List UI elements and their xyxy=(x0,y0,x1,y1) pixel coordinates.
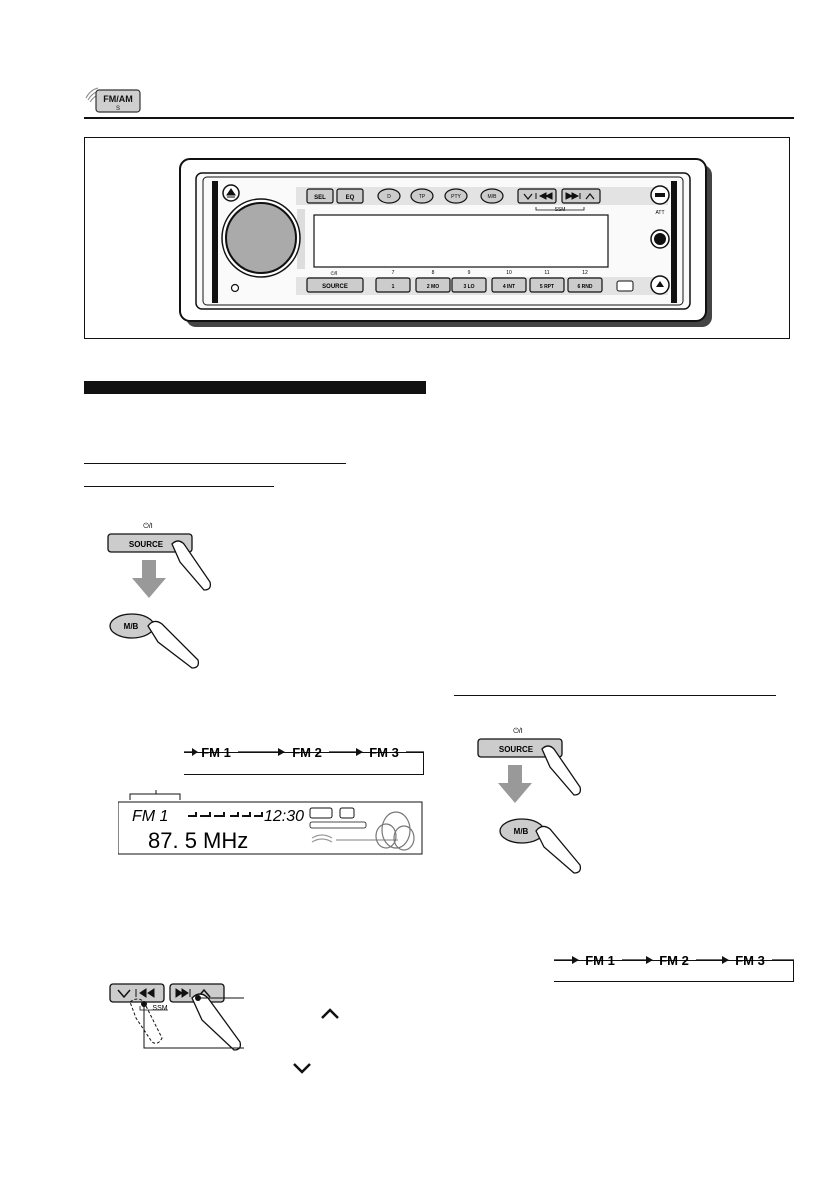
left-power-label: ⏻/I xyxy=(143,522,152,530)
preset-7-number: 7 xyxy=(392,270,395,276)
display-frequency: 87. 5 MHz xyxy=(148,828,248,853)
left-fm2: FM 2 xyxy=(292,745,322,760)
display-illustration: FM 1 12:30 87. 5 MHz xyxy=(118,790,423,855)
svg-text:M/B: M/B xyxy=(124,622,139,631)
svg-text:SOURCE: SOURCE xyxy=(499,745,534,754)
preset-10-number: 10 xyxy=(506,270,512,276)
band-chain-left-box xyxy=(184,752,424,775)
ghost-finger-icon xyxy=(129,998,163,1044)
left-source-button[interactable]: SOURCE xyxy=(107,533,193,553)
mb-button[interactable]: M/B xyxy=(480,188,504,204)
preset-8-number: 8 xyxy=(432,270,435,276)
right-fm3: FM 3 xyxy=(735,953,765,968)
header-rule xyxy=(84,117,794,119)
pty-button[interactable]: PTY xyxy=(444,188,468,204)
right-fm2: FM 2 xyxy=(659,953,689,968)
subheading-underline-1 xyxy=(84,463,346,464)
preset-5-button[interactable]: 5 RPT xyxy=(529,277,565,293)
panel-ssm-label: SSM xyxy=(555,207,566,213)
right-source-button[interactable]: SOURCE xyxy=(477,738,563,758)
panel-frame xyxy=(84,137,790,339)
band-chain-right: FM 1 FM 2 FM 3 xyxy=(554,953,794,968)
eq-button[interactable]: EQ xyxy=(336,188,364,204)
d-button[interactable]: D xyxy=(377,188,401,204)
finger-icon-4 xyxy=(541,745,582,796)
logo-text: FM/AM xyxy=(103,94,133,104)
preset-3-button[interactable]: 3 LO xyxy=(451,277,487,293)
band-chain-left: FM 1 FM 2 FM 3 xyxy=(184,745,424,760)
svg-text:3 LO: 3 LO xyxy=(463,284,474,290)
att-label: ATT xyxy=(655,210,664,216)
preset-12-number: 12 xyxy=(582,270,588,276)
source-button[interactable]: SOURCE xyxy=(306,277,364,293)
svg-text:PTY: PTY xyxy=(451,194,461,200)
chevron-up-icon xyxy=(321,1008,339,1019)
step-left-illustration: ⏻/I SOURCE M/B xyxy=(107,522,212,669)
preset-2-button[interactable]: 2 MO xyxy=(415,277,451,293)
right-mb-button[interactable]: M/B xyxy=(499,818,545,844)
svg-text:SOURCE: SOURCE xyxy=(129,540,164,549)
subheading-underline-2 xyxy=(84,486,274,487)
left-fm3: FM 3 xyxy=(369,745,399,760)
svg-text:SEL: SEL xyxy=(314,195,326,201)
finger-icon xyxy=(171,540,212,591)
front-panel: ATT SEL EQ D TP PTY M/B SSM ⏻ xyxy=(179,158,712,327)
svg-text:TP: TP xyxy=(419,194,426,200)
display-band: FM 1 xyxy=(132,808,168,825)
svg-text:EQ: EQ xyxy=(346,195,355,201)
svg-text:5 RPT: 5 RPT xyxy=(540,284,554,290)
down-arrow-icon xyxy=(132,560,166,598)
step-right-illustration: ⏻/I SOURCE M/B xyxy=(477,727,582,874)
fm-am-logo: FM/AM S xyxy=(84,86,142,114)
tp-button[interactable]: TP xyxy=(410,188,434,204)
seek-down-button-large[interactable] xyxy=(109,983,165,1003)
svg-text:SOURCE: SOURCE xyxy=(322,284,348,290)
svg-text:D: D xyxy=(387,194,391,200)
right-power-label: ⏻/I xyxy=(513,727,522,735)
preset-4-button[interactable]: 4 INT xyxy=(491,277,527,293)
chevron-down-icon xyxy=(293,1063,311,1074)
finger-icon-5 xyxy=(535,825,582,874)
seek-ssm-label: SSM xyxy=(152,1005,167,1012)
down-arrow-icon-2 xyxy=(498,765,532,803)
preset-11-number: 11 xyxy=(544,270,549,276)
svg-text:M/B: M/B xyxy=(514,827,529,836)
preset-9-number: 9 xyxy=(468,270,471,276)
left-fm1: FM 1 xyxy=(201,745,231,760)
finger-icon-3 xyxy=(191,993,242,1051)
sel-button[interactable]: SEL xyxy=(306,188,334,204)
preset-6-button[interactable]: 6 RND xyxy=(567,277,603,293)
display-clock: 12:30 xyxy=(264,808,304,825)
svg-text:6 RND: 6 RND xyxy=(577,284,592,290)
finger-icon-2 xyxy=(147,620,200,669)
svg-text:M/B: M/B xyxy=(488,194,498,200)
svg-text:4 INT: 4 INT xyxy=(503,284,515,290)
logo-sub: S xyxy=(116,106,120,112)
seek-down-button[interactable] xyxy=(517,188,557,204)
band-chain-right-box xyxy=(554,960,794,982)
seek-up-button[interactable] xyxy=(561,188,601,204)
section-title-bar xyxy=(84,381,426,394)
svg-text:2 MO: 2 MO xyxy=(427,284,439,290)
right-subheading-underline xyxy=(454,695,776,696)
svg-text:1: 1 xyxy=(392,284,395,290)
right-fm1: FM 1 xyxy=(585,953,615,968)
preset-1-button[interactable]: 1 xyxy=(375,277,411,293)
seek-illustration: SSM xyxy=(109,983,339,1074)
panel-power-label: ⏻/I xyxy=(331,271,338,277)
